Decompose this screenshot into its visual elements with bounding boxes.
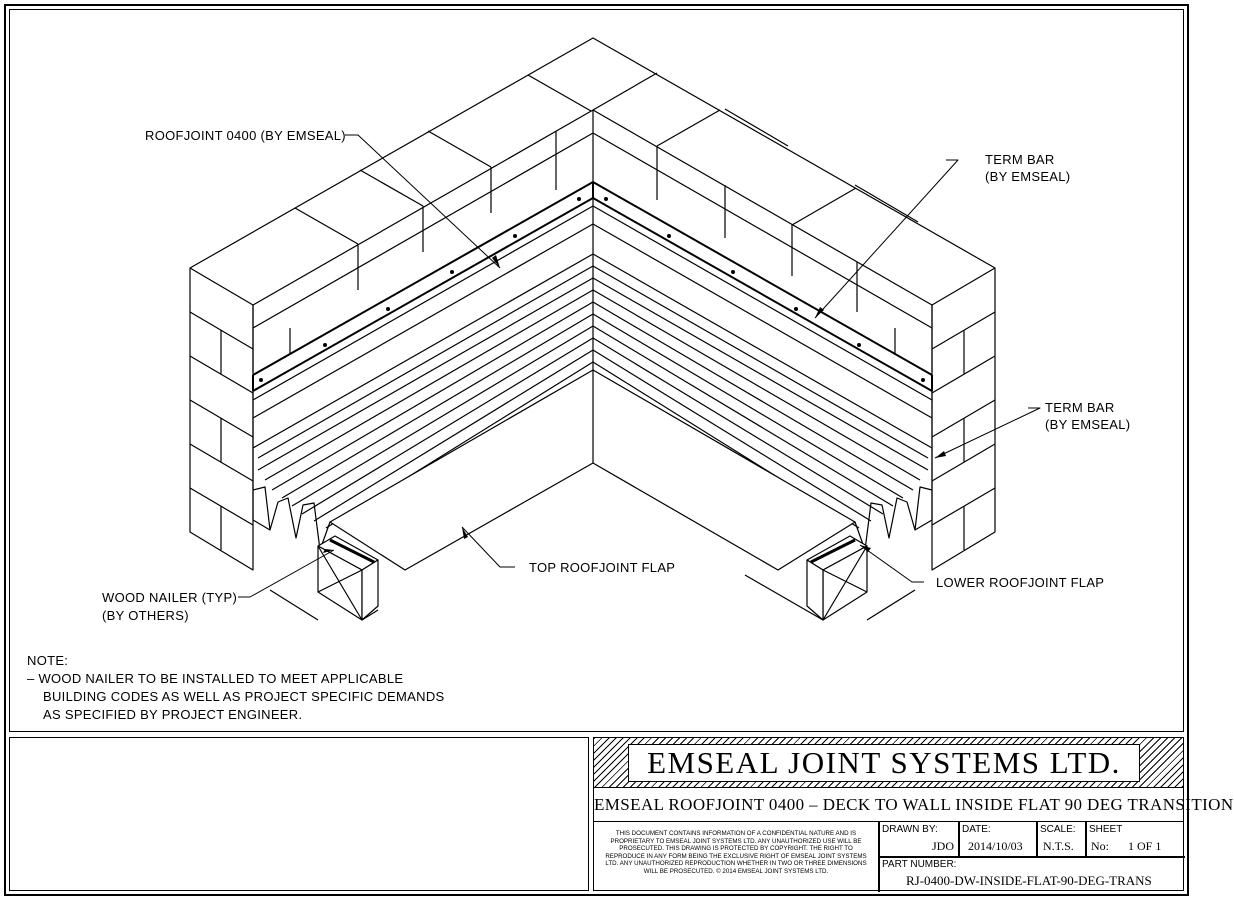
wood-nailer-right (744, 535, 916, 621)
isometric-detail-drawing (189, 37, 1041, 621)
callout-top-flap: TOP ROOFJOINT FLAP (529, 560, 676, 575)
tb-divider-row (878, 856, 1185, 858)
callout-term-bar-top-line1: TERM BAR (985, 152, 1055, 167)
title-block: EMSEAL JOINT SYSTEMS LTD. EMSEAL ROOFJOI… (593, 737, 1233, 892)
leader-arrowheads (323, 255, 946, 553)
roofjoint-bellows (257, 266, 929, 529)
callout-wood-nailer-line1: WOOD NAILER (TYP) (102, 590, 238, 605)
wall-inner-faces (252, 110, 933, 372)
note-line-2: BUILDING CODES AS WELL AS PROJECT SPECIF… (43, 689, 445, 704)
wood-nailer-left (269, 535, 379, 621)
title-block-blank-panel (9, 737, 589, 891)
company-hatch-band: EMSEAL JOINT SYSTEMS LTD. (594, 738, 1183, 788)
part-number-cell: PART NUMBER: RJ-0400-DW-INSIDE-FLAT-90-D… (879, 857, 1185, 892)
term-bar-fasteners (259, 197, 925, 382)
callout-roofjoint: ROOFJOINT 0400 (BY EMSEAL) (145, 128, 346, 143)
callout-term-bar-right-line1: TERM BAR (1045, 400, 1115, 415)
tb-divider-sheet (1085, 822, 1087, 856)
general-note: NOTE: – WOOD NAILER TO BE INSTALLED TO M… (27, 652, 444, 724)
date-value: 2014/10/03 (968, 839, 1023, 853)
confidentiality-notice: THIS DOCUMENT CONTAINS INFORMATION OF A … (605, 830, 867, 875)
part-number-label: PART NUMBER: (882, 859, 957, 870)
drawing-frame (4, 4, 1189, 896)
company-name: EMSEAL JOINT SYSTEMS LTD. (628, 744, 1140, 782)
sheet-value: 1 OF 1 (1128, 839, 1162, 853)
scale-label: SCALE: (1040, 824, 1076, 835)
callout-lower-flap: LOWER ROOFJOINT FLAP (936, 575, 1105, 590)
note-line-1: – WOOD NAILER TO BE INSTALLED TO MEET AP… (27, 671, 404, 686)
wall-outer-faces (189, 268, 996, 571)
part-number-value: RJ-0400-DW-INSIDE-FLAT-90-DEG-TRANS (906, 873, 1152, 888)
note-line-3: AS SPECIFIED BY PROJECT ENGINEER. (43, 707, 303, 722)
callout-term-bar-top-line2: (BY EMSEAL) (985, 169, 1071, 184)
date-cell: DATE: 2014/10/03 (959, 822, 1036, 856)
callout-term-bar-right-line2: (BY EMSEAL) (1045, 417, 1131, 432)
bellows-end-left (252, 486, 331, 551)
callout-term-bar-top: TERM BAR (985, 151, 1055, 168)
sheet-cell: SHEET No: 1 OF 1 (1086, 822, 1185, 856)
bellows-end-right (854, 486, 933, 551)
callout-wood-nailer-line2: (BY OTHERS) (102, 608, 189, 623)
scale-cell: SCALE: N.T.S. (1037, 822, 1085, 856)
roofjoint-upstand (252, 198, 933, 490)
tb-divider-scale (1036, 822, 1038, 856)
leader-lines (238, 134, 1041, 598)
date-label: DATE: (962, 824, 991, 835)
sheet-label: SHEET (1089, 824, 1123, 835)
drawing-area (9, 9, 1184, 732)
drawn-by-label: DRAWN BY: (882, 824, 938, 835)
note-heading: NOTE: (27, 653, 69, 668)
drawn-by-cell: DRAWN BY: JDO (879, 822, 958, 856)
tb-divider-date (958, 822, 960, 856)
scale-value: N.T.S. (1043, 839, 1074, 853)
sheet-no-label: No: (1091, 839, 1109, 853)
drawing-title: EMSEAL ROOFJOINT 0400 – DECK TO WALL INS… (594, 788, 1233, 822)
drawn-by-value: JDO (931, 839, 954, 853)
